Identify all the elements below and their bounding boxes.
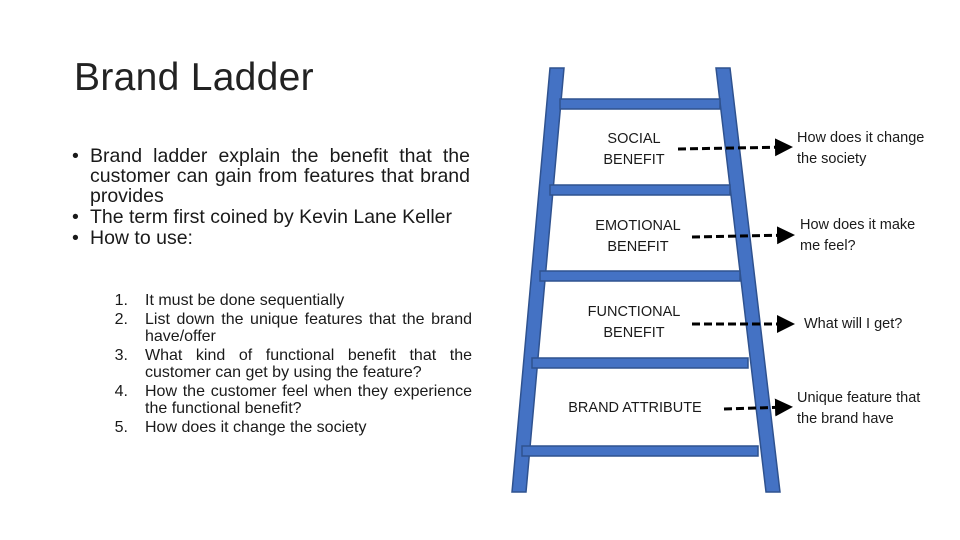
ladder-question-functional: What will I get? — [804, 314, 954, 335]
bullet-text: The term first coined by Kevin Lane Kell… — [90, 206, 453, 228]
connector-arrow — [677, 138, 793, 157]
ladder-label-line: FUNCTIONAL — [587, 304, 681, 320]
step-text: It must be done sequentially — [145, 292, 345, 309]
ladder-label-social: SOCIAL BENEFIT — [582, 129, 686, 171]
ladder-rung — [549, 184, 731, 196]
bullet-text: How to use: — [90, 227, 193, 249]
ladder-question-line: What will I get? — [804, 316, 903, 332]
bullet-item: How to use: — [72, 228, 470, 248]
ladder-label-brand-attribute: BRAND ATTRIBUTE — [560, 398, 710, 419]
step-item: 2. List down the unique features that the… — [100, 311, 472, 346]
step-item: 5. How does it change the society — [100, 419, 472, 437]
ladder-label-line: BENEFIT — [607, 239, 669, 255]
ladder-question-line: How does it change — [797, 130, 925, 146]
ladder-label-line: EMOTIONAL — [595, 218, 681, 234]
ladder-label-line: SOCIAL — [607, 131, 661, 147]
ladder-rung — [531, 357, 749, 369]
ladder-label-emotional: EMOTIONAL BENEFIT — [582, 216, 694, 258]
step-number: 4. — [114, 382, 128, 400]
ladder-label-functional: FUNCTIONAL BENEFIT — [578, 302, 690, 344]
step-text: How the customer feel when they experien… — [145, 382, 472, 418]
step-number: 3. — [114, 346, 128, 364]
ladder-label-line: BENEFIT — [603, 152, 665, 168]
step-number: 1. — [114, 292, 128, 309]
ladder-question-line: the brand have — [797, 411, 894, 427]
step-number: 2. — [114, 310, 128, 328]
steps-list: 1. It must be done sequentially 2. List do… — [100, 292, 472, 437]
ladder-rung — [559, 98, 721, 110]
step-item: 3. What kind of functional benefit that t… — [100, 347, 472, 382]
step-text: What kind of functional benefit that the… — [145, 346, 472, 382]
ladder-question-line: the society — [797, 151, 867, 167]
bullet-text: Brand ladder explain the benefit that th… — [90, 145, 470, 207]
step-number: 5. — [114, 418, 128, 436]
step-item: 1. It must be done sequentially — [100, 292, 472, 310]
step-item: 4. How the customer feel when they experi… — [100, 383, 472, 418]
ladder-rung — [521, 445, 759, 457]
ladder-question-social: How does it change the society — [797, 128, 957, 170]
ladder-question-brand-attribute: Unique feature that the brand have — [797, 388, 957, 430]
ladder-question-line: Unique feature that — [797, 390, 921, 406]
ladder-label-line: BRAND ATTRIBUTE — [568, 400, 702, 416]
connector-arrow — [691, 226, 795, 245]
ladder-left-rail — [511, 67, 565, 493]
step-text: List down the unique features that the b… — [145, 310, 472, 346]
slide-title: Brand Ladder — [74, 56, 314, 99]
ladder-question-line: me feel? — [800, 238, 856, 254]
bullet-item: The term first coined by Kevin Lane Kell… — [72, 207, 470, 227]
bullet-list: Brand ladder explain the benefit that th… — [72, 146, 470, 249]
connector-arrow — [723, 398, 793, 417]
ladder-right-rail — [715, 67, 781, 493]
ladder-rung — [539, 270, 741, 282]
ladder-label-line: BENEFIT — [603, 325, 665, 341]
ladder-question-emotional: How does it make me feel? — [800, 215, 955, 257]
step-text: How does it change the society — [145, 418, 367, 436]
bullet-item: Brand ladder explain the benefit that th… — [72, 146, 470, 206]
ladder-question-line: How does it make — [800, 217, 916, 233]
